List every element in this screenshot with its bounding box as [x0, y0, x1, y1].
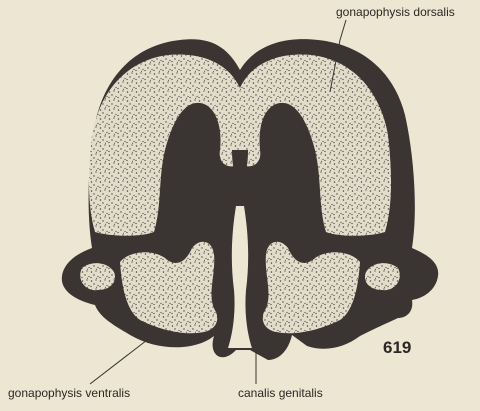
label-gonapophysis-dorsalis: gonapophysis dorsalis [336, 5, 455, 19]
leader-line-ventralis [90, 330, 160, 384]
label-gonapophysis-ventralis: gonapophysis ventralis [8, 386, 130, 400]
figure-number: 619 [383, 338, 411, 358]
central-knob [231, 179, 249, 197]
label-canalis-genitalis: canalis genitalis [238, 386, 323, 400]
